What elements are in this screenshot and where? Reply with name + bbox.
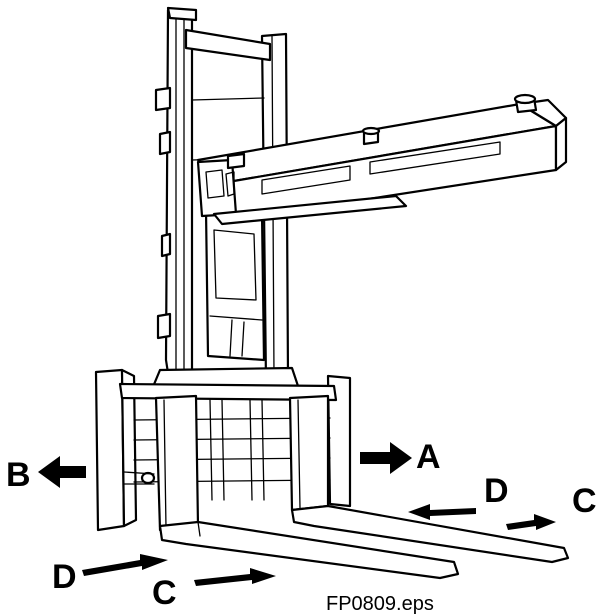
label-c-right: C xyxy=(572,482,597,520)
label-c-bottom: C xyxy=(152,574,177,612)
forks xyxy=(154,394,570,580)
arrow-d-right-icon xyxy=(408,504,476,520)
figure-filename: FP0809.eps xyxy=(326,593,434,615)
arrow-a-icon xyxy=(360,442,412,474)
label-a: A xyxy=(416,438,441,476)
label-d-left: D xyxy=(52,558,77,596)
arrow-c-right-icon xyxy=(506,514,556,530)
arrow-c-bottom-icon xyxy=(194,568,276,586)
boom xyxy=(196,93,568,226)
arrow-b-icon xyxy=(38,456,86,488)
arrows xyxy=(38,442,556,586)
arrow-d-left-icon xyxy=(82,554,168,576)
label-b: B xyxy=(6,456,31,494)
label-d-right: D xyxy=(484,472,509,510)
